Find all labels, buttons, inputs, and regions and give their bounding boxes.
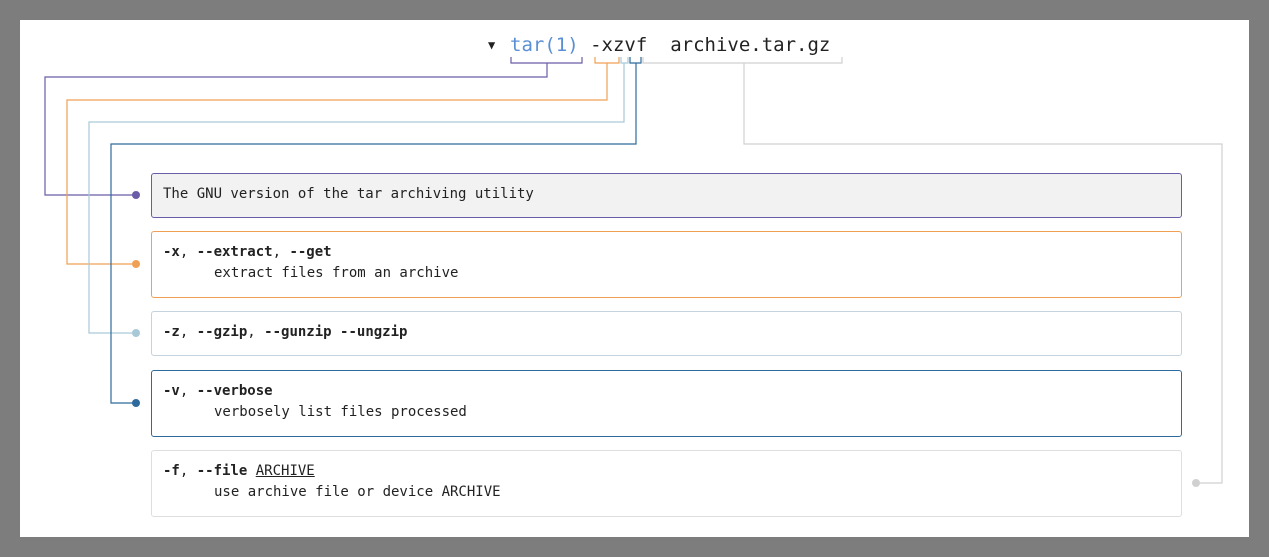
flag-long: --extract: [196, 244, 273, 260]
card-tar-text: The GNU version of the tar archiving uti…: [163, 186, 534, 202]
flag-long: --get: [289, 244, 332, 260]
argument-token[interactable]: archive.tar.gz: [670, 34, 831, 56]
separator: [332, 324, 340, 340]
flag-long: --verbose: [196, 383, 273, 399]
help-card-f: -f, --file ARCHIVE use archive file or d…: [151, 450, 1182, 517]
help-card-v: -v, --verbose verbosely list files proce…: [151, 370, 1182, 437]
separator: ,: [179, 324, 197, 340]
flag-short: -z: [163, 324, 180, 340]
separator: ,: [179, 244, 197, 260]
help-card-z: -z, --gzip, --gunzip --ungzip: [151, 311, 1182, 356]
flag-long: --ungzip: [340, 324, 408, 340]
separator: ,: [272, 244, 290, 260]
command-line: ▼ tar(1) -xzvf archive.tar.gz: [488, 30, 830, 60]
flag-short: -f: [163, 463, 180, 479]
flag-short: -v: [163, 383, 180, 399]
card-x-description: extract files from an archive: [214, 265, 459, 281]
flag-short: -x: [163, 244, 180, 260]
flag-long: --gunzip: [264, 324, 332, 340]
flag-long: --gzip: [196, 324, 248, 340]
card-f-description: use archive file or device ARCHIVE: [214, 484, 501, 500]
separator: ,: [247, 324, 265, 340]
card-x-head: -x, --extract, --get: [163, 242, 1170, 263]
program-token[interactable]: tar(1): [510, 34, 579, 56]
help-card-tar: The GNU version of the tar archiving uti…: [151, 173, 1182, 218]
caret-down-icon[interactable]: ▼: [488, 38, 496, 52]
flag-argument: ARCHIVE: [255, 463, 315, 479]
help-card-x: -x, --extract, --get extract files from …: [151, 231, 1182, 298]
card-v-description: verbosely list files processed: [214, 404, 467, 420]
flag-long: --file: [196, 463, 248, 479]
flags-token[interactable]: -xzvf: [590, 34, 648, 56]
separator: ,: [179, 463, 197, 479]
card-v-head: -v, --verbose: [163, 381, 1170, 402]
card-z-head: -z, --gzip, --gunzip --ungzip: [163, 322, 1170, 343]
card-f-head: -f, --file ARCHIVE: [163, 461, 1170, 482]
separator: ,: [179, 383, 197, 399]
